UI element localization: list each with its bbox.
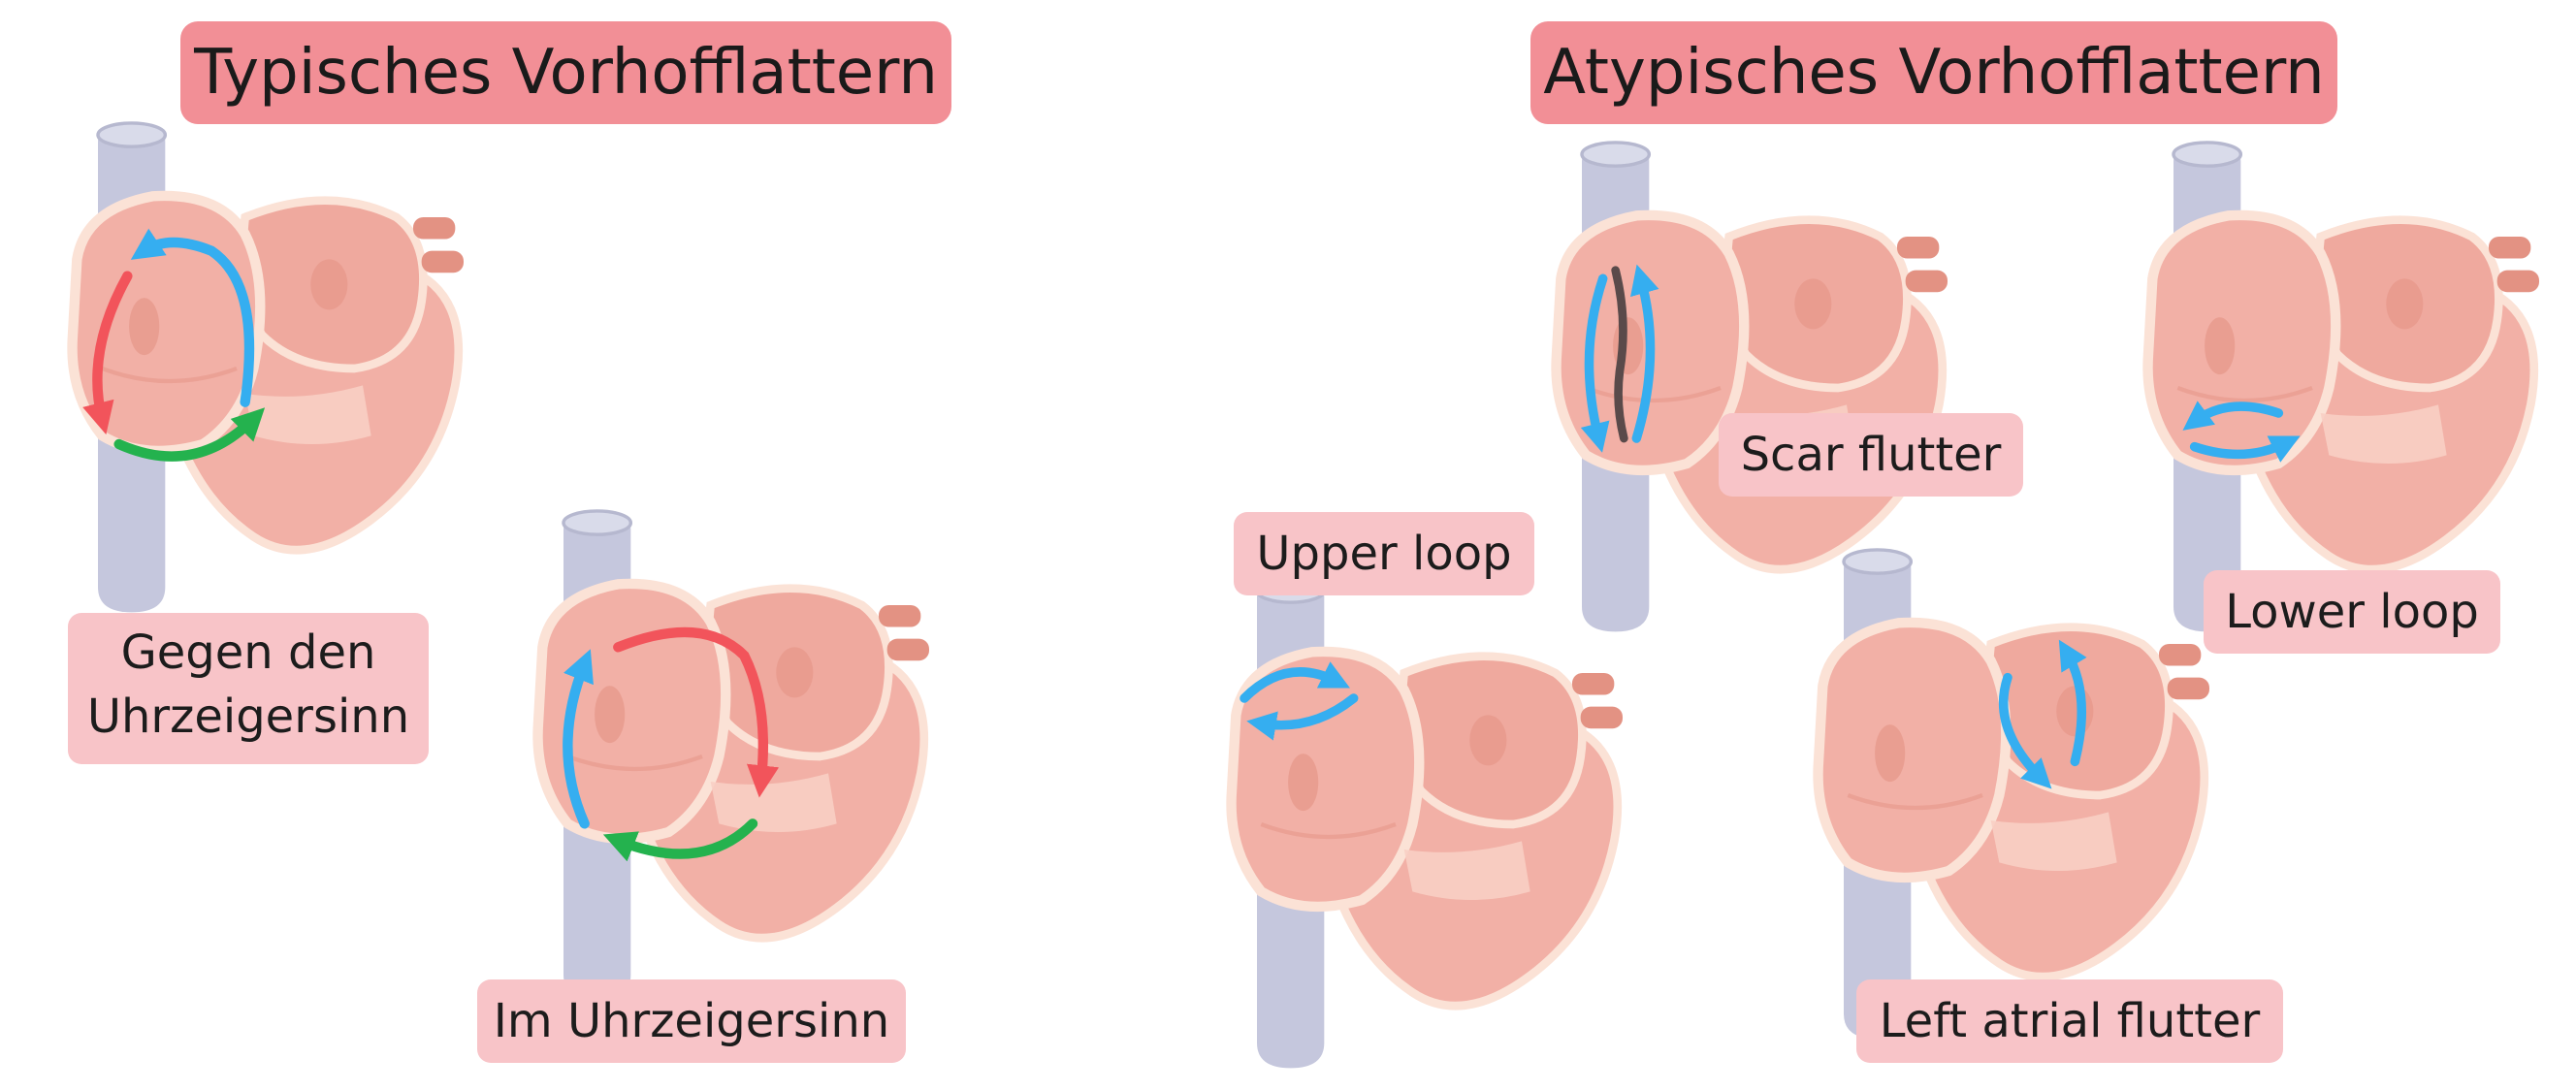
- green-arrow: [602, 818, 758, 862]
- heart-left-atrial-flutter-diagram: [1775, 543, 2240, 1047]
- scar-mark: [1611, 266, 1628, 443]
- label-clockwise: Im Uhrzeigersinn: [477, 979, 906, 1063]
- atypical-section-title: Atypisches Vorhofflattern: [1530, 21, 2337, 124]
- blue-arrow-left: [2182, 401, 2284, 431]
- heart-counterclockwise-diagram: [29, 116, 495, 621]
- label-upper-loop: Upper loop: [1234, 512, 1534, 595]
- blue-arrow-up: [1630, 264, 1659, 443]
- blue-arrow-bottom: [1246, 693, 1359, 741]
- typical-section-title: Typisches Vorhofflattern: [180, 21, 951, 124]
- heart-scar-flutter-diagram: [1513, 136, 1979, 640]
- blue-arrow-diag-down: [1998, 672, 2052, 789]
- red-arrow: [613, 626, 780, 798]
- heart-upper-loop-diagram: [1188, 572, 1654, 1076]
- blue-arrow-diag-up: [2058, 639, 2087, 767]
- blue-arrow-top: [1240, 661, 1350, 703]
- label-counterclockwise-line1: Gegen den: [120, 626, 376, 680]
- blue-arrow-right: [2189, 435, 2301, 463]
- blue-arrow: [563, 649, 594, 829]
- green-arrow: [113, 407, 266, 462]
- heart-clockwise-diagram: [495, 504, 960, 1009]
- heart-lower-loop-diagram: [2105, 136, 2570, 640]
- blue-arrow: [130, 228, 255, 407]
- label-left-atrial-flutter: Left atrial flutter: [1856, 979, 2283, 1063]
- red-arrow: [82, 271, 133, 435]
- blue-arrow-down: [1580, 273, 1610, 453]
- label-scar-flutter: Scar flutter: [1719, 413, 2023, 497]
- label-lower-loop: Lower loop: [2204, 570, 2500, 654]
- label-counterclockwise: Gegen den Uhrzeigersinn: [68, 613, 429, 764]
- label-counterclockwise-line2: Uhrzeigersinn: [86, 690, 410, 745]
